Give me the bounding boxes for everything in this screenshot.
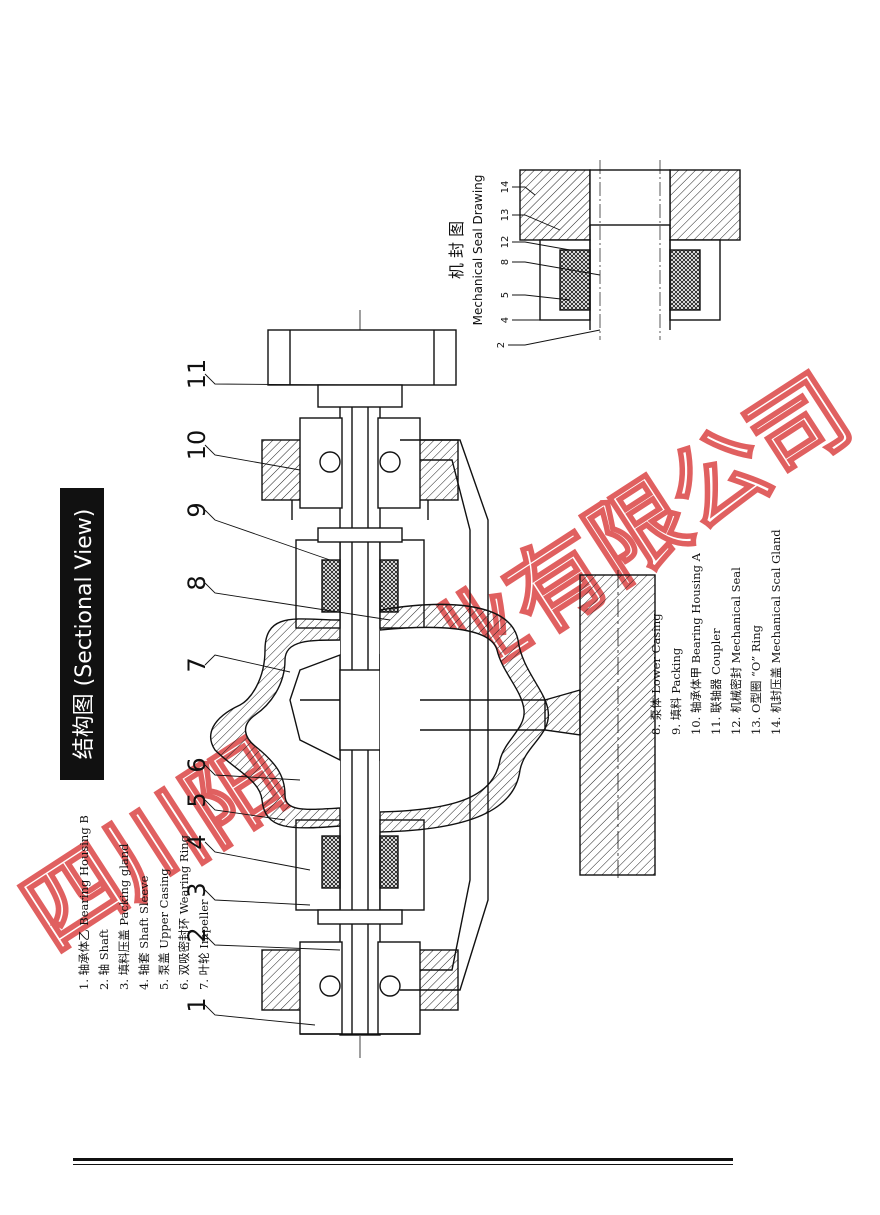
- seal-callout-13: 13: [500, 209, 511, 222]
- legend-item-4: 4. 轴套 Shaft Sleeve: [137, 875, 151, 990]
- parts-legend-left: 1. 轴承体乙 Bearing Housing B 2. 轴 Shaft 3. …: [77, 815, 211, 990]
- mechanical-seal-drawing: [519, 160, 741, 340]
- legend-item-3: 3. 填料压盖 Packing gland: [117, 843, 131, 990]
- bearing-housing-b: [261, 941, 459, 1035]
- legend-item-1: 1. 轴承体乙 Bearing Housing B: [77, 815, 91, 990]
- legend-item-7: 7. 叶轮 Impeller: [197, 899, 211, 990]
- seal-callout-12: 12: [500, 236, 511, 249]
- callout-2: 2: [183, 927, 211, 942]
- callout-3: 3: [183, 882, 211, 897]
- legend-item-10: 10. 轴承体甲 Bearing Housing A: [689, 552, 703, 735]
- callout-8: 8: [183, 575, 211, 590]
- legend-item-2: 2. 轴 Shaft: [97, 929, 111, 990]
- seal-callout-2: 2: [496, 342, 507, 348]
- bearing-housing-a: [261, 417, 459, 520]
- callout-1: 1: [183, 997, 211, 1012]
- callout-leaders: [204, 186, 601, 1026]
- callout-5: 5: [183, 792, 211, 807]
- seal-callout-14: 14: [500, 181, 511, 194]
- legend-item-6: 6. 双吸密封环 Wearing Ring: [177, 834, 191, 990]
- legend-item-14: 14. 机封压盖 Mechanical Scal Gland: [769, 529, 783, 735]
- coupler: [267, 329, 457, 386]
- callout-9: 9: [183, 502, 211, 517]
- bottom-rule-thick: [73, 1158, 733, 1161]
- callout-numbers: 1 2 3 4 5 6 7 8 9 10 11: [183, 359, 211, 1013]
- callout-7: 7: [183, 657, 211, 672]
- callout-10: 10: [183, 430, 211, 461]
- pump-foot: [544, 570, 656, 880]
- legend-item-8: 8. 泵体 Lower Casing: [649, 613, 663, 735]
- legend-item-9: 9. 填料 Packing: [669, 647, 683, 735]
- seal-subtitle: Mechanical Seal Drawing: [471, 175, 485, 326]
- bottom-rule-thin: [73, 1164, 733, 1165]
- callout-6: 6: [183, 757, 211, 772]
- seal-callout-5: 5: [500, 292, 511, 298]
- seal-callout-4: 4: [500, 317, 511, 323]
- seal-callout-8: 8: [500, 259, 511, 265]
- seal-callout-numbers: 14 13 12 8 5 4 2: [496, 181, 511, 349]
- seal-caption: 机 封 图 Mechanical Seal Drawing: [447, 175, 485, 326]
- seal-title: 机 封 图: [447, 221, 466, 279]
- lower-casing: [379, 439, 549, 991]
- legend-item-13: 13. O型圈 “O” Ring: [749, 624, 763, 735]
- legend-item-12: 12. 机械密封 Mechanical Seal: [729, 567, 743, 735]
- packing-lower: [295, 819, 425, 925]
- legend-item-11: 11. 联轴器 Coupler: [709, 628, 723, 735]
- callout-11: 11: [183, 359, 211, 390]
- parts-legend-right: 8. 泵体 Lower Casing 9. 填料 Packing 10. 轴承体…: [649, 529, 783, 735]
- title-band: 结构图 (Sectional View): [60, 488, 104, 780]
- callout-4: 4: [183, 834, 211, 849]
- legend-item-5: 5. 泵盖 Upper Casing: [157, 868, 171, 990]
